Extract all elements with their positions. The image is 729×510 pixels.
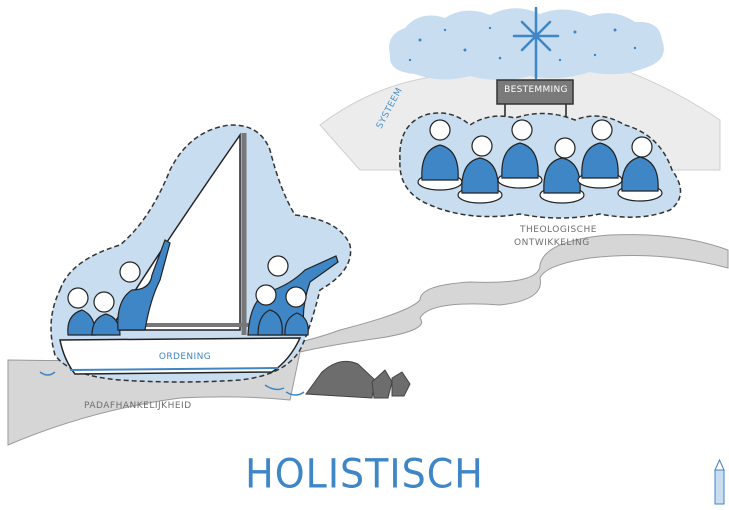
bestemming-sign [496,79,574,132]
star-icon [512,6,560,80]
page-title: HOLISTISCH [245,450,484,498]
river-path [7,234,729,446]
small-stars [408,26,637,62]
rocks [305,360,411,399]
theologische-label: THEOLOGISCHE [520,225,597,235]
bestemming-label: BESTEMMING [504,85,568,95]
boat-hull [59,337,302,375]
boat-figures [67,239,339,336]
ordening-label: ORDENING [158,352,212,362]
pencil-icon [714,458,725,505]
seated-figures [417,119,663,204]
splash [39,371,305,396]
waterline [69,367,279,371]
padafhankelijkheid-label: PADAFHANKELIJKHEID [84,401,192,411]
ontwikkeling-label: ONTWIKKELING [514,238,590,248]
